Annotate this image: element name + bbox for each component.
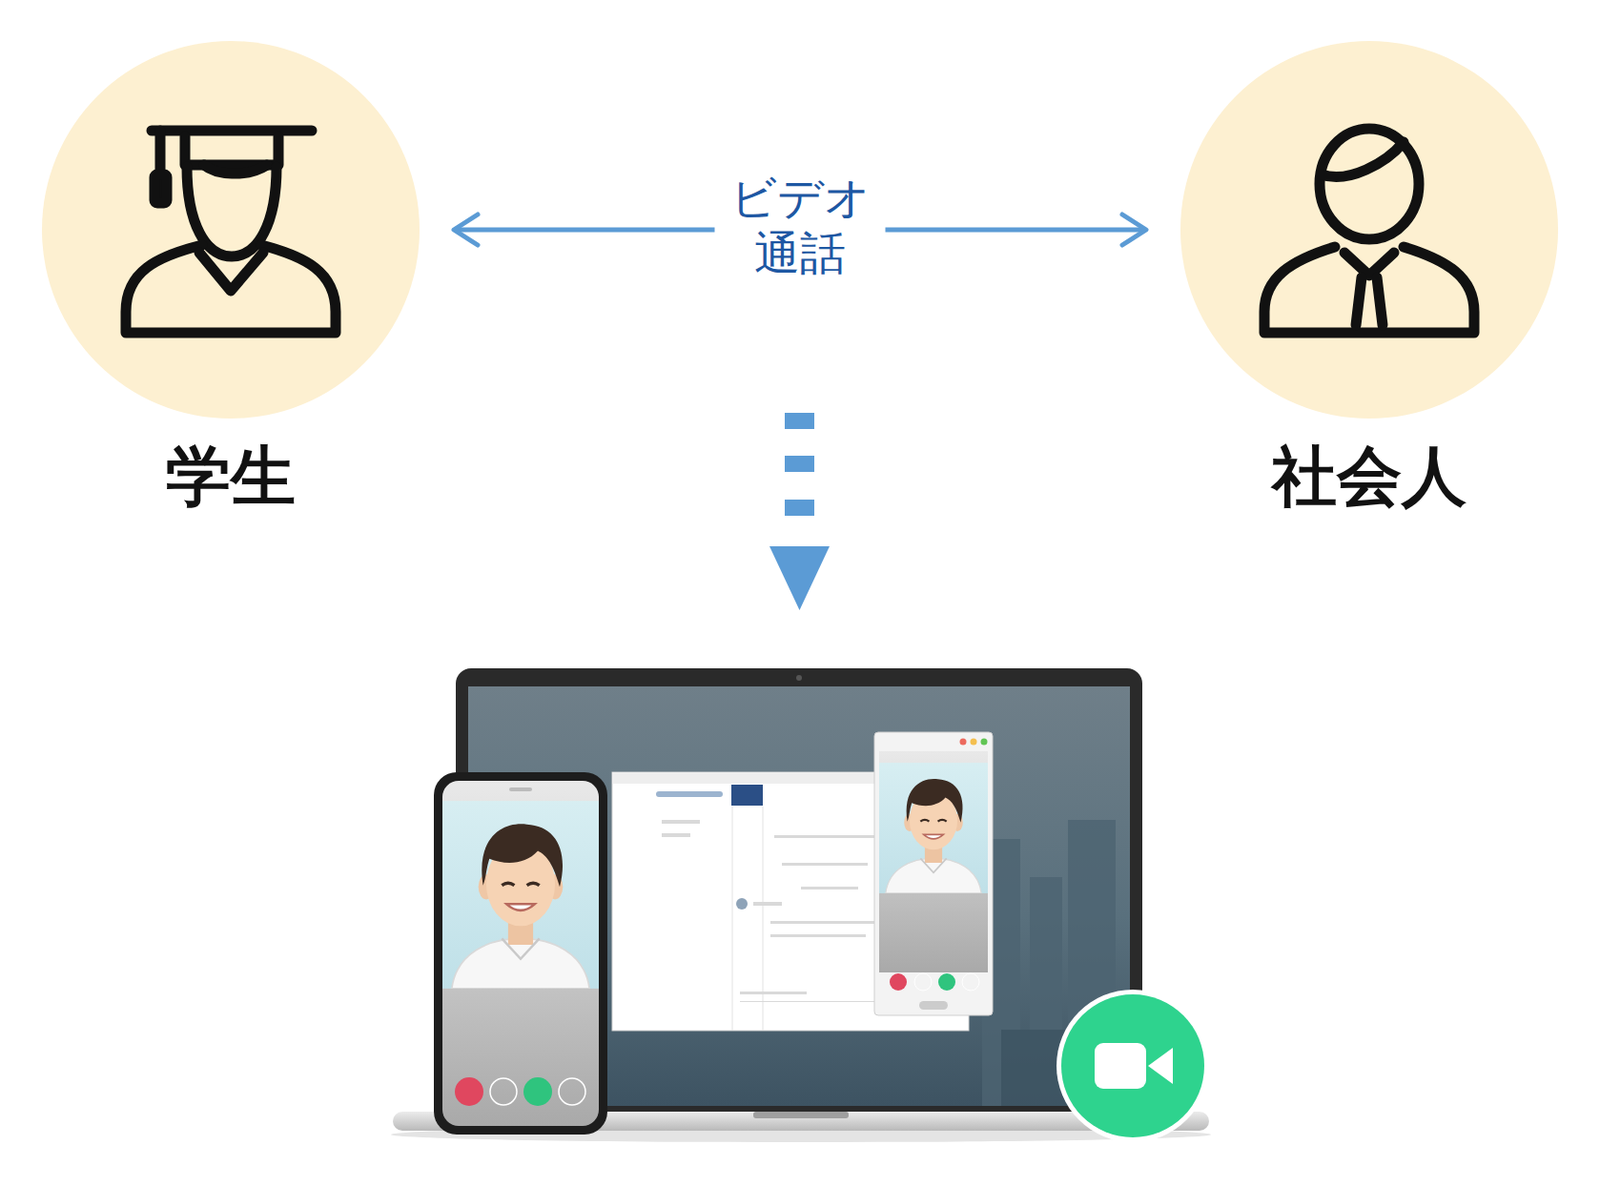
- window-dot: [960, 738, 967, 746]
- hangup-button: [454, 1077, 484, 1107]
- arrow-head: [769, 546, 830, 611]
- person-icon: [1264, 128, 1475, 333]
- edge-label: ビデオ 通話: [715, 166, 886, 285]
- call-button: [490, 1078, 517, 1106]
- dash: [784, 412, 815, 430]
- circle-fill: [1180, 41, 1559, 419]
- phone-screen: [442, 780, 599, 1127]
- video-call-badge: [1056, 989, 1210, 1143]
- circle-outline: [1180, 41, 1559, 419]
- call-button: [558, 1078, 586, 1106]
- person-circle: 社会人: [1180, 41, 1559, 419]
- logo: [656, 791, 723, 798]
- call-button: [962, 973, 980, 991]
- small-call-window: [874, 732, 993, 1016]
- face-photo: [442, 800, 599, 989]
- sidebar-divider: [732, 806, 734, 1031]
- hangup-button: [889, 973, 907, 991]
- face-photo: [879, 762, 988, 894]
- window-dot: [970, 738, 978, 746]
- window-handle: [919, 1001, 948, 1010]
- text-line: [661, 833, 691, 838]
- text-line: [770, 921, 885, 924]
- text-line: [739, 991, 807, 995]
- sidebar-divider: [762, 806, 764, 1031]
- badge-circle: [1061, 994, 1205, 1138]
- badge-ring: [1056, 989, 1210, 1143]
- text-line: [800, 886, 859, 890]
- avatar-dot: [736, 898, 748, 910]
- header-tab: [731, 784, 763, 806]
- text-line: [770, 934, 866, 938]
- laptop-camera: [796, 675, 802, 681]
- dash: [784, 499, 815, 516]
- dashed-down-arrow: [769, 412, 830, 611]
- smartphone: [433, 772, 608, 1135]
- video-button: [523, 1077, 553, 1107]
- laptop-notch: [753, 1111, 849, 1119]
- dash: [784, 455, 815, 472]
- text-line: [781, 862, 868, 866]
- person-label: 社会人: [1271, 439, 1467, 514]
- person-circle: 学生: [41, 41, 420, 419]
- call-button: [914, 973, 932, 991]
- video-button: [938, 973, 956, 991]
- camera-body: [1094, 1043, 1147, 1089]
- circle-fill: [41, 41, 420, 419]
- person-icon: [125, 130, 336, 333]
- window-frame: [874, 732, 993, 1016]
- phone-body: [433, 772, 608, 1135]
- window-dot: [981, 738, 988, 746]
- laptop: [390, 668, 1211, 1143]
- camera-lens: [1148, 1047, 1173, 1085]
- person-label: 学生: [165, 439, 296, 514]
- status-text: [509, 787, 533, 792]
- text-line: [661, 820, 700, 824]
- circle-outline: [41, 41, 420, 419]
- call-screen: [879, 751, 988, 973]
- text-line: [753, 902, 782, 906]
